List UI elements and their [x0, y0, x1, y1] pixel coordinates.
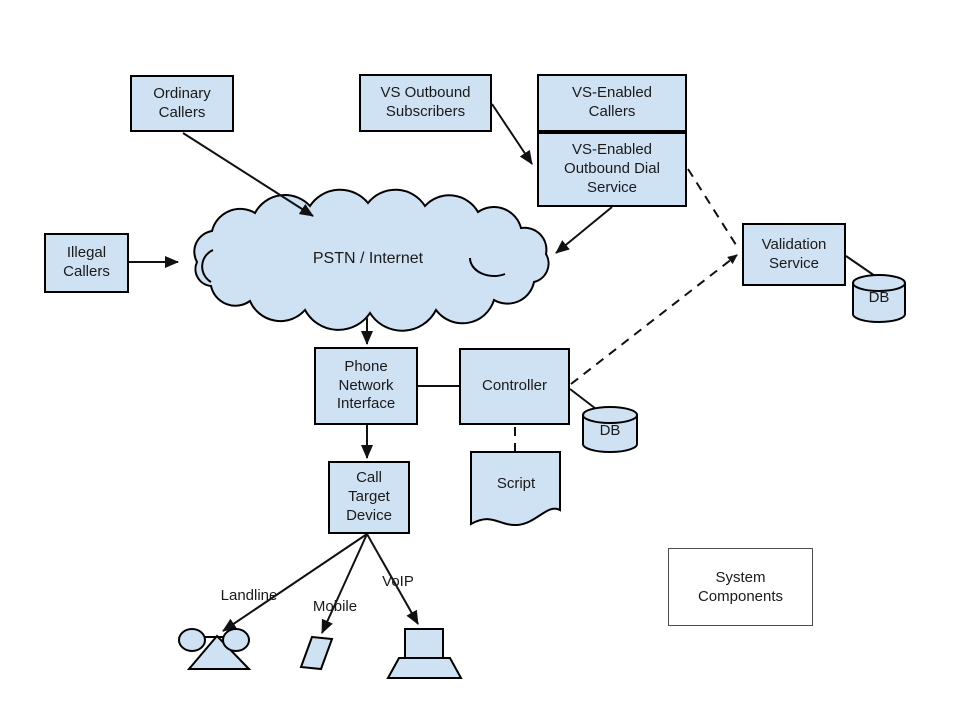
- node-vs-enabled-callers: VS-Enabled Callers: [537, 74, 687, 132]
- pstn-internet-label: PSTN / Internet: [312, 250, 424, 268]
- conn-dialservice-to-validation: [687, 168, 739, 249]
- node-vs-outbound-subscribers: VS Outbound Subscribers: [359, 74, 492, 132]
- node-illegal-callers: Illegal Callers: [44, 233, 129, 293]
- controller-db-cylinder: [582, 406, 638, 453]
- conn-subscribers-to-dialservice: [491, 103, 533, 165]
- cloud-inner-arc-right: [469, 257, 506, 278]
- node-phone-network-interface: Phone Network Interface: [314, 347, 418, 425]
- landline-label: Landline: [220, 587, 278, 604]
- conn-ctd-to-landline: [222, 533, 368, 632]
- conn-ordinary-to-pstn: [182, 132, 314, 217]
- node-controller: Controller: [459, 348, 570, 425]
- voip-icon: [386, 628, 463, 679]
- voip-label: VoIP: [382, 573, 414, 590]
- conn-ctd-to-mobile: [321, 533, 368, 634]
- node-vs-enabled-outbound-dial-service: VS-Enabled Outbound Dial Service: [537, 132, 687, 207]
- script-shape: [470, 451, 561, 527]
- node-call-target-device: Call Target Device: [328, 461, 410, 534]
- mobile-label: Mobile: [312, 598, 358, 615]
- node-validation-service: Validation Service: [742, 223, 846, 286]
- cloud-inner-arc-left: [201, 249, 214, 283]
- conn-ctd-to-voip: [366, 533, 419, 625]
- node-ordinary-callers: Ordinary Callers: [130, 75, 234, 132]
- mobile-icon: [299, 635, 334, 671]
- landline-icon: [178, 628, 252, 670]
- pstn-cloud-shape: [193, 188, 550, 332]
- controller-db-label: DB: [599, 422, 621, 439]
- conn-controller-to-validation: [570, 254, 738, 385]
- legend-system-components: System Components: [668, 548, 813, 626]
- script-label: Script: [496, 475, 536, 492]
- validation-db-label: DB: [868, 289, 890, 306]
- validation-db-cylinder: [852, 274, 906, 323]
- conn-dialservice-to-pstn: [555, 206, 613, 254]
